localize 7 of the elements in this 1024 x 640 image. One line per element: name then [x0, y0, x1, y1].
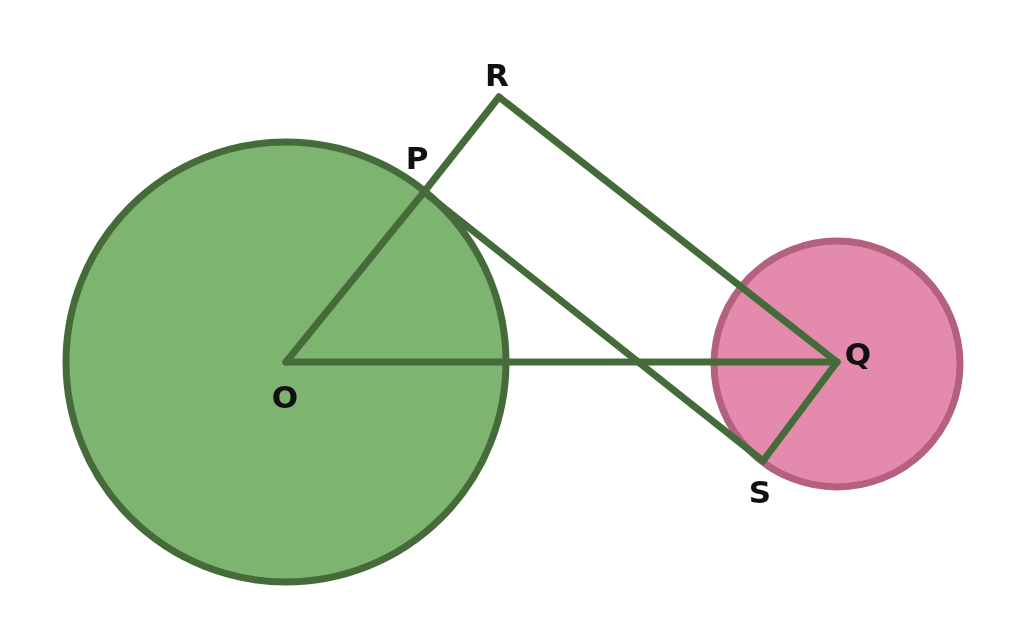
point-label: S: [748, 476, 772, 508]
point-label: P: [405, 142, 429, 174]
point-label: Q: [844, 338, 872, 370]
point-label: O: [271, 381, 299, 413]
line-segment: [282, 358, 841, 366]
line-segment: [759, 358, 841, 465]
point-label: R: [485, 59, 509, 91]
